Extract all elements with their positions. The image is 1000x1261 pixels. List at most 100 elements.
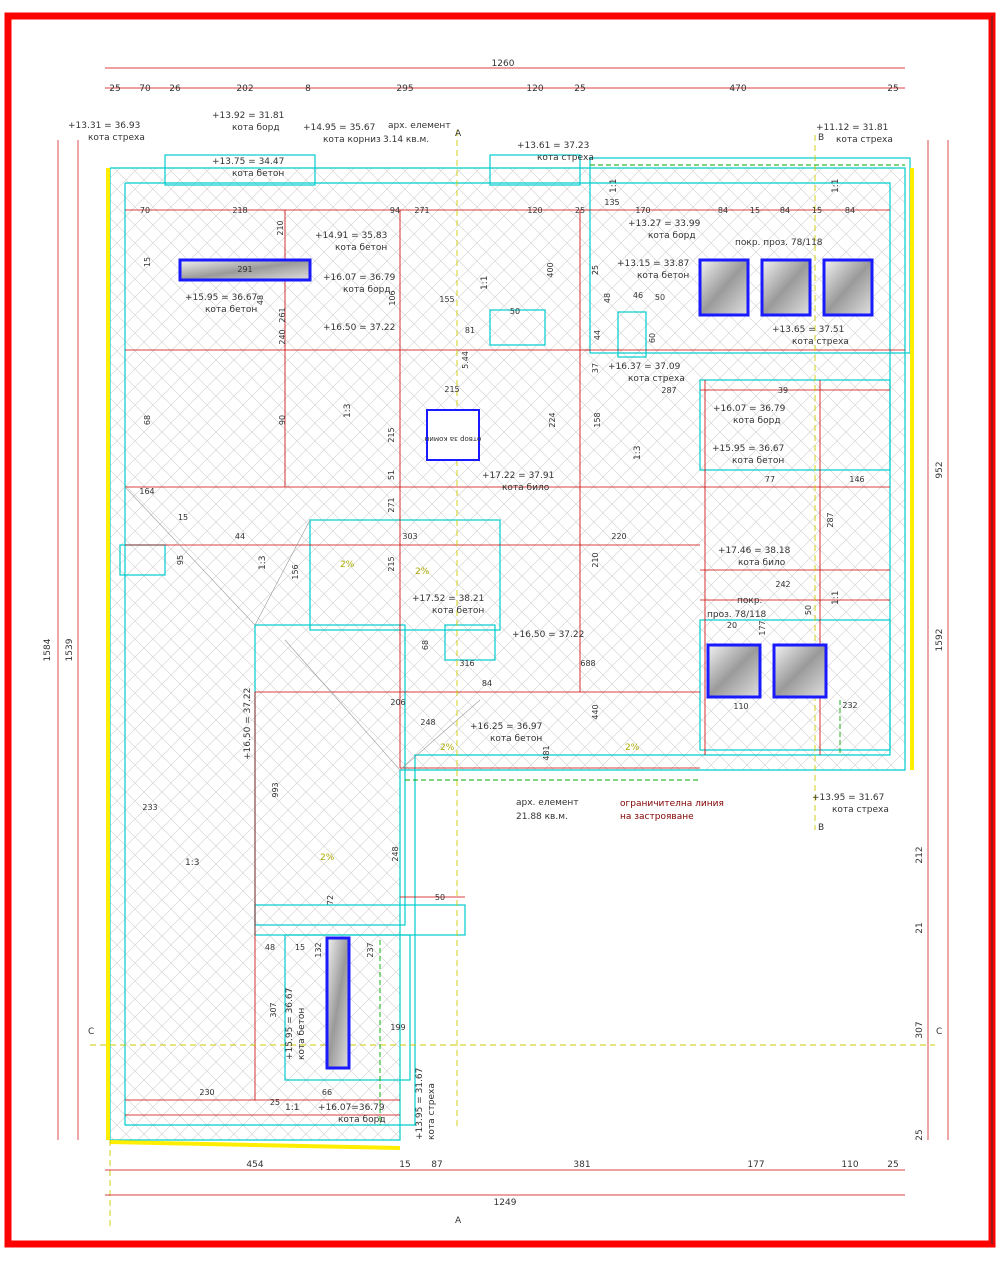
dashed-lines <box>90 130 935 1230</box>
dimension-label: 15 <box>295 943 305 952</box>
dimension-label: 5.44 <box>461 351 470 369</box>
dimension-label: 77 <box>765 475 775 484</box>
dimension-label: 25 <box>109 84 120 94</box>
dimension-label: 454 <box>246 1160 263 1170</box>
note-arch-bottom: арх. елемент <box>516 798 579 808</box>
level-value-label: +13.15 = 33.87 <box>617 259 689 269</box>
dimension-label: 84 <box>718 206 728 215</box>
note-slope: 1:1 <box>285 1103 299 1113</box>
dimension-label: 212 <box>915 846 925 863</box>
dimension-label: 170 <box>635 206 650 215</box>
dimension-label: 25 <box>887 84 898 94</box>
dimension-lines <box>57 67 949 1196</box>
dimension-label: 72 <box>326 895 335 905</box>
dimension-label: 70 <box>140 206 150 215</box>
dimension-label: 1539 <box>65 638 75 661</box>
dimension-label: 218 <box>232 206 247 215</box>
skylight-window <box>760 258 812 317</box>
section-marker-label: B <box>818 133 824 143</box>
note-slope: 1:1 <box>831 591 841 605</box>
dimension-label: 287 <box>826 512 835 527</box>
skylight-window <box>325 936 351 1070</box>
overall-dimension-label: 1260 <box>492 59 515 69</box>
note-skylight-2: покр. <box>737 596 762 606</box>
dimension-label: 295 <box>396 84 413 94</box>
dimension-label: 48 <box>603 293 612 303</box>
note-arch-top-area: 3.14 кв.м. <box>383 135 429 145</box>
level-desc-label: кота борд <box>648 231 696 241</box>
dimension-label: 232 <box>842 701 857 710</box>
level-desc-label: кота борд <box>733 416 781 426</box>
note-slope: 2% <box>320 853 335 863</box>
level-value-label: +16.25 = 36.97 <box>470 722 542 732</box>
skylight-window <box>822 258 874 317</box>
dimension-label: 25 <box>915 1129 925 1140</box>
level-desc-label: кота стреха <box>832 805 889 815</box>
dimension-label: 20 <box>727 621 737 630</box>
dimension-label: 15 <box>143 257 152 267</box>
dimension-label: 132 <box>314 942 323 957</box>
dimension-label: 481 <box>542 745 551 760</box>
dimension-label: 215 <box>387 556 396 571</box>
dimension-label: 68 <box>421 640 430 650</box>
dimension-label: 37 <box>591 363 600 373</box>
dimension-label: 25 <box>591 265 600 275</box>
level-desc-label: кота борд <box>232 123 280 133</box>
dimension-label: 470 <box>729 84 746 94</box>
note-slope: 1:3 <box>633 446 643 460</box>
dimension-label: 44 <box>593 330 602 340</box>
level-desc-label: кота бетон <box>490 734 542 744</box>
dimension-label: 25 <box>575 206 585 215</box>
note-skylight-2b: прoз. 78/118 <box>707 610 767 620</box>
level-value-label: +15.95 = 36.67 <box>285 988 295 1060</box>
note-slope: 1:1 <box>480 276 490 290</box>
dimension-label: 215 <box>387 427 396 442</box>
dimension-label: 215 <box>444 385 459 394</box>
level-value-label: +11.12 = 31.81 <box>816 123 888 133</box>
dimension-label: 242 <box>775 580 790 589</box>
level-desc-label: кота стреха <box>427 1083 437 1140</box>
level-value-label: +17.52 = 38.21 <box>412 594 484 604</box>
level-value-label: +14.91 = 35.83 <box>315 231 387 241</box>
structure-lines <box>125 209 905 1116</box>
note-slope: 2% <box>415 567 430 577</box>
dimension-label: 25 <box>270 1098 280 1107</box>
level-value-label: +13.95 = 31.67 <box>415 1068 425 1140</box>
dimension-label: 15 <box>812 206 822 215</box>
note-slope: 2% <box>625 743 640 753</box>
dimension-label: 400 <box>546 262 555 277</box>
section-marker-label: A <box>455 129 462 139</box>
note-center-label: отвор за комин <box>425 435 482 443</box>
note-slope: 1:3 <box>185 858 199 868</box>
dimension-label: 220 <box>611 532 626 541</box>
level-value-label: +16.50 = 37.22 <box>323 323 395 333</box>
dimension-label: 120 <box>526 84 543 94</box>
skylights <box>178 258 874 1070</box>
dimension-label: 206 <box>390 698 405 707</box>
dimension-label: 15 <box>178 513 188 522</box>
dimension-label: 210 <box>276 220 285 235</box>
dimension-label: 291 <box>237 265 252 274</box>
level-value-label: +16.50 = 37.22 <box>512 630 584 640</box>
level-desc-label: кота стреха <box>537 153 594 163</box>
dimension-label: 688 <box>580 659 595 668</box>
skylight-window <box>698 258 750 317</box>
dimension-label: 199 <box>390 1023 405 1032</box>
dimension-label: 94 <box>390 206 400 215</box>
dimension-label: 248 <box>391 846 400 861</box>
dimension-label: 287 <box>661 386 676 395</box>
dimension-label: 8 <box>305 84 311 94</box>
level-value-label: +13.95 = 31.67 <box>812 793 884 803</box>
level-value-label: +15.95 = 36.67 <box>712 444 784 454</box>
level-value-label: +16.07 = 36.79 <box>323 273 396 283</box>
level-desc-label: кота бетон <box>637 271 689 281</box>
dimension-label: 240 <box>278 329 287 344</box>
dimension-label: 25 <box>887 1160 898 1170</box>
level-desc-label: кота бетон <box>335 243 387 253</box>
dimension-label: 271 <box>387 497 396 512</box>
dimension-label: 68 <box>143 415 152 425</box>
